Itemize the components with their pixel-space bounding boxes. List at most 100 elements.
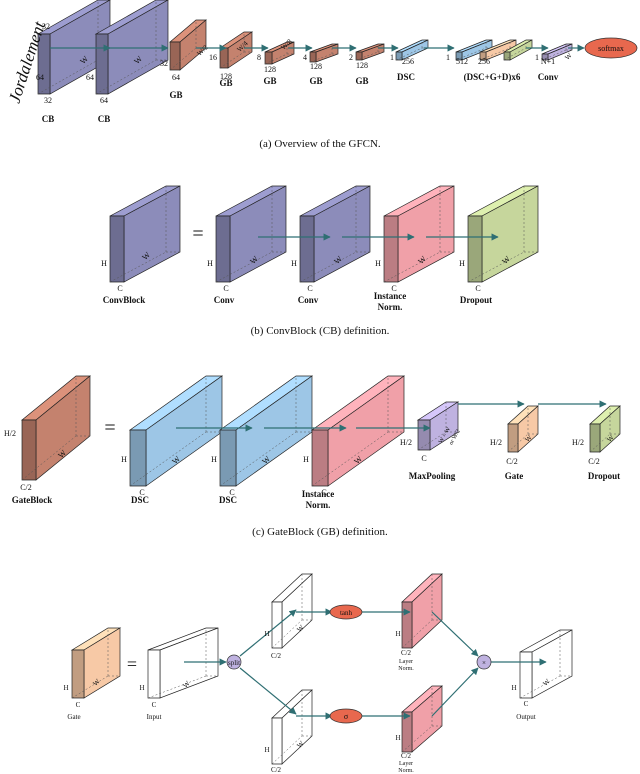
caption-c: (c) GateBlock (GB) definition. xyxy=(252,526,388,538)
gate-bottom-h: H xyxy=(264,746,269,754)
multiply-node: × xyxy=(476,654,492,670)
gb-dropout-dim-c2: C/2 xyxy=(588,457,600,466)
conv1-dim-c: C xyxy=(223,284,228,293)
arrow-split-bottom xyxy=(239,667,297,715)
gb4-dim-c: 4 xyxy=(303,53,307,62)
gb4-label: GB xyxy=(309,76,322,86)
inorm-label-2: Norm. xyxy=(378,302,403,312)
gate-bottom-block xyxy=(271,689,313,765)
arrow-lntop-mult xyxy=(431,611,479,657)
gb3-dim-c: 8 xyxy=(257,53,261,62)
dsc-dim-c: 1 xyxy=(390,53,394,62)
dscgd-olive-block xyxy=(503,39,533,61)
gb-dropout-dim-w: W xyxy=(605,433,616,444)
gb-def-equals: = xyxy=(104,417,115,439)
cb2-label: CB xyxy=(98,114,111,124)
gb-inorm-block xyxy=(310,375,406,487)
gate-def-block xyxy=(70,627,122,699)
gate-ln-top-label: Layer xyxy=(399,659,413,665)
gb3-dim-bottom: 128 xyxy=(264,65,276,74)
gate-ln-bottom-label-2: Norm. xyxy=(398,768,414,774)
gate-ln-top-block xyxy=(401,573,443,649)
multiply-node-label: × xyxy=(482,659,486,667)
dsc-dim-bottom: 256 xyxy=(402,57,414,66)
gb-gate-dim-w: W xyxy=(523,433,534,444)
gateblock-block xyxy=(21,375,91,481)
gb-dropout-label: Dropout xyxy=(588,471,620,481)
split-node: split xyxy=(226,654,242,670)
gb1-block xyxy=(169,19,207,71)
gate-input-label: Input xyxy=(147,713,162,721)
tanh-node-label: tanh xyxy=(340,609,353,617)
softmax-node-label: softmax xyxy=(598,44,624,53)
gate-ln-top-c2: C/2 xyxy=(401,649,412,657)
gb-dropout-block xyxy=(589,405,621,453)
gb-def-label: GateBlock xyxy=(12,495,53,505)
tanh-node: tanh xyxy=(329,604,363,620)
conv1-dim-h: H xyxy=(207,259,213,268)
gate-bottom-w: W xyxy=(295,739,306,750)
gate-output-label: Output xyxy=(516,713,536,721)
conv2-block xyxy=(299,185,371,283)
dscgd-dim-512: 512 xyxy=(456,57,468,66)
dropout-label: Dropout xyxy=(460,295,492,305)
gb-dropout-dim-h2: H/2 xyxy=(572,438,584,447)
dropout-dim-c: C xyxy=(475,284,480,293)
caption-a: (a) Overview of the GFCN. xyxy=(259,138,381,150)
gb5-dim-c: 2 xyxy=(349,53,353,62)
cb2-block xyxy=(94,0,169,95)
sigma-node-label: σ xyxy=(344,712,349,721)
dscgd-dim-c: 1 xyxy=(446,53,450,62)
gb4-block xyxy=(309,43,339,63)
conv-dim-w: W xyxy=(563,51,574,62)
gate-ln-top-h: H xyxy=(395,630,400,638)
conv2-label: Conv xyxy=(298,295,319,305)
gb2-block xyxy=(218,31,254,69)
cb-def-label: ConvBlock xyxy=(103,295,146,305)
gb-dsc1-block xyxy=(128,375,224,487)
gate-input-c: C xyxy=(152,701,157,709)
gb-dsc2-block xyxy=(218,375,314,487)
gb5-label: GB xyxy=(355,76,368,86)
gate-ln-bottom-label: Layer xyxy=(399,761,413,767)
dscgd-peach-block xyxy=(479,39,517,61)
gb-dsc1-dim-h: H xyxy=(121,455,127,464)
split-node-label: split xyxy=(228,659,240,667)
gate-top-block xyxy=(271,573,313,649)
gb-dsc1-dim-c: C xyxy=(139,488,144,497)
cb1-dim-bottom: 32 xyxy=(44,96,52,105)
gate-top-w: W xyxy=(295,623,306,634)
gb-dsc2-dim-h: H xyxy=(211,455,217,464)
sigma-node: σ xyxy=(329,708,363,724)
maxpool-dim-h2: H/2 xyxy=(400,438,412,447)
gb-inorm-dim-h: H xyxy=(303,455,309,464)
cb-def-equals: = xyxy=(192,223,203,245)
conv1-block xyxy=(215,185,287,283)
gate-output-block xyxy=(519,629,573,699)
inorm-block xyxy=(383,185,455,283)
cb-def-c: C xyxy=(117,284,122,293)
gate-def-equals: = xyxy=(127,654,137,674)
maxpool-label: MaxPooling xyxy=(409,471,456,481)
dropout-block xyxy=(467,185,539,283)
gate-input-w: W xyxy=(181,679,192,690)
gb-dsc2-label: DSC xyxy=(219,495,237,505)
gate-input-block xyxy=(147,627,219,699)
gb-dsc2-dim-c: C xyxy=(229,488,234,497)
gb5-dim-bottom: 128 xyxy=(356,61,368,70)
gate-output-c: C xyxy=(524,700,529,708)
cb1-label: CB xyxy=(42,114,55,124)
gate-top-c2: C/2 xyxy=(271,652,282,660)
gate-ln-bottom-c2: C/2 xyxy=(401,752,412,760)
dscgd-label: (DSC+G+D)x6 xyxy=(464,72,521,82)
conv-final-block xyxy=(541,43,573,61)
maxpool-dim-c: C xyxy=(421,454,426,463)
conv-dim-c: 1 xyxy=(535,53,539,62)
gate-input-h: H xyxy=(139,684,144,692)
convblock-block xyxy=(109,185,181,283)
cb-def-h: H xyxy=(101,259,107,268)
gb-dsc1-label: DSC xyxy=(131,495,149,505)
gate-def-c: C xyxy=(76,701,81,709)
gate-output-h: H xyxy=(511,684,516,692)
conv-dim-bottom: N+1 xyxy=(541,57,555,66)
